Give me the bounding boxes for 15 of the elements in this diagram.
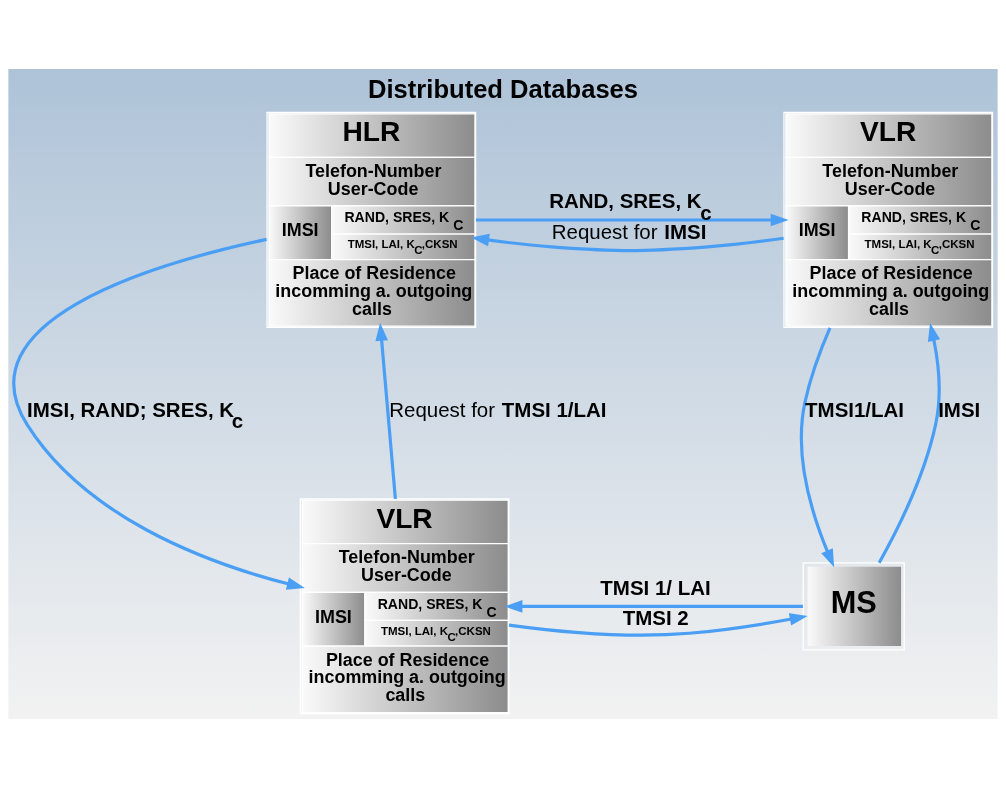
edge-label: TMSI 2 — [622, 605, 689, 629]
arrow — [475, 213, 789, 226]
diagram-title: Distributed Databases — [368, 74, 639, 103]
edge-label: Request for TMSI 1/LAI — [389, 397, 607, 421]
arrow — [471, 233, 784, 252]
arrow — [504, 599, 803, 613]
edge-label: IMSI — [938, 397, 981, 421]
arrow — [12, 237, 305, 590]
edge-label: TMSI1/LAI — [805, 397, 905, 421]
arrow — [508, 612, 808, 637]
edge-label: Request for IMSI — [551, 219, 707, 243]
arrow — [375, 322, 397, 499]
arrow — [799, 326, 835, 567]
edge-label: TMSI 1/ LAI — [600, 575, 711, 599]
arrow — [877, 322, 941, 564]
